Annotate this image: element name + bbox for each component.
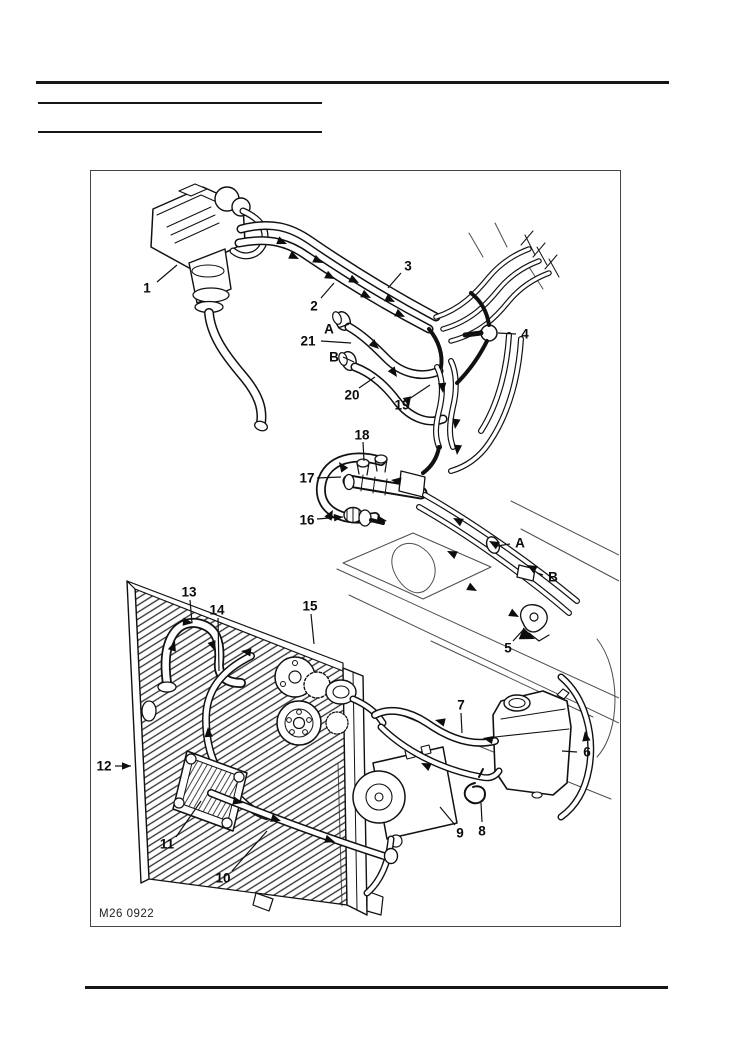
header-rule-1 <box>36 81 669 84</box>
callout-label: 17 <box>299 471 314 486</box>
callout-leader <box>512 628 525 642</box>
callout-label: 21 <box>300 334 316 349</box>
callout-label: 6 <box>583 745 591 760</box>
callout-label: 10 <box>215 871 230 886</box>
header-rule-3 <box>38 131 322 133</box>
flow-arrow <box>167 641 176 652</box>
flow-arrow <box>508 608 519 617</box>
figure-caption: M26 0922 <box>99 908 154 920</box>
callout-leader <box>497 332 517 335</box>
flow-arrow <box>483 735 494 745</box>
flow-arrow <box>368 339 379 349</box>
flow-arrow <box>376 515 387 524</box>
flow-arrow <box>421 763 432 772</box>
callout-label: B <box>548 570 558 585</box>
flow-arrow <box>384 293 395 302</box>
flow-arrow <box>452 418 461 429</box>
callout-leader-arrowhead <box>122 762 131 770</box>
callout-leader <box>460 712 463 734</box>
flow-arrow <box>324 270 335 279</box>
header-rule-2 <box>38 102 322 104</box>
flow-arrow <box>387 366 397 377</box>
flow-arrow <box>270 813 281 822</box>
flow-arrow <box>489 541 500 550</box>
callout-leader <box>358 376 376 389</box>
flow-arrow <box>437 382 447 393</box>
callout-leader <box>316 476 342 479</box>
callout-label: 9 <box>456 826 464 841</box>
callout-leader <box>387 272 402 289</box>
flow-arrow <box>182 617 193 626</box>
diagram-artwork <box>126 183 619 916</box>
callout-label: 12 <box>96 759 111 774</box>
footer-rule <box>85 986 668 989</box>
flow-arrow <box>453 444 463 455</box>
callout-label: 19 <box>394 398 409 413</box>
callout-label: 1 <box>143 281 151 296</box>
flow-arrow <box>312 254 323 263</box>
callout-leader <box>342 356 355 363</box>
callout-label: 11 <box>160 837 175 852</box>
callout-label: A <box>324 322 334 337</box>
flow-arrow <box>348 274 359 283</box>
flow-arrow <box>324 834 335 843</box>
callout-leader <box>320 282 335 299</box>
flow-arrow <box>241 648 252 657</box>
callout-leader <box>480 802 483 823</box>
callout-label: B <box>329 350 339 365</box>
flow-arrow <box>391 477 402 486</box>
callout-leader <box>310 613 315 645</box>
callout-leader <box>439 806 456 826</box>
flow-arrows <box>167 236 591 843</box>
callout-label: 2 <box>310 299 318 314</box>
flow-arrow <box>435 718 446 727</box>
callout-label: 5 <box>504 641 512 656</box>
flow-arrow <box>394 308 405 317</box>
callout-label: 4 <box>521 327 529 342</box>
callout-leader <box>231 830 268 872</box>
callout-label: 16 <box>299 513 315 528</box>
flow-arrow <box>288 250 299 259</box>
flow-arrow <box>207 640 216 651</box>
flow-arrow <box>204 727 213 738</box>
callout-label: 7 <box>457 698 465 713</box>
callout-leader <box>337 323 350 329</box>
callout-leader <box>189 599 193 624</box>
flow-arrow <box>447 551 458 560</box>
callout-leader <box>561 750 578 753</box>
callout-leader <box>536 572 544 576</box>
callout-label: 8 <box>478 824 486 839</box>
flow-arrow <box>402 396 412 407</box>
flow-arrow <box>582 731 591 742</box>
callout-leader <box>320 340 352 344</box>
callout-leader <box>496 543 511 547</box>
flow-arrow <box>360 289 371 298</box>
callout-leader <box>217 617 220 672</box>
callout-label: 18 <box>354 428 370 443</box>
callout-leader-arrowhead <box>333 513 343 522</box>
callout-label: 14 <box>209 603 225 618</box>
flow-arrow <box>527 565 538 574</box>
callout-label: 13 <box>181 585 197 600</box>
callout-leader <box>156 264 178 283</box>
flow-arrow <box>466 582 477 591</box>
callout-label: A <box>515 536 525 551</box>
callout-leader <box>362 441 365 462</box>
callout-label: 20 <box>344 388 359 403</box>
callout-leader <box>408 384 431 400</box>
flow-arrow <box>276 236 287 245</box>
callout-label: 3 <box>404 259 412 274</box>
flow-arrow <box>453 518 464 527</box>
callout-leader <box>175 800 202 838</box>
callout-label: 15 <box>302 599 318 614</box>
flow-arrow <box>232 796 243 805</box>
flow-arrow <box>339 462 349 473</box>
